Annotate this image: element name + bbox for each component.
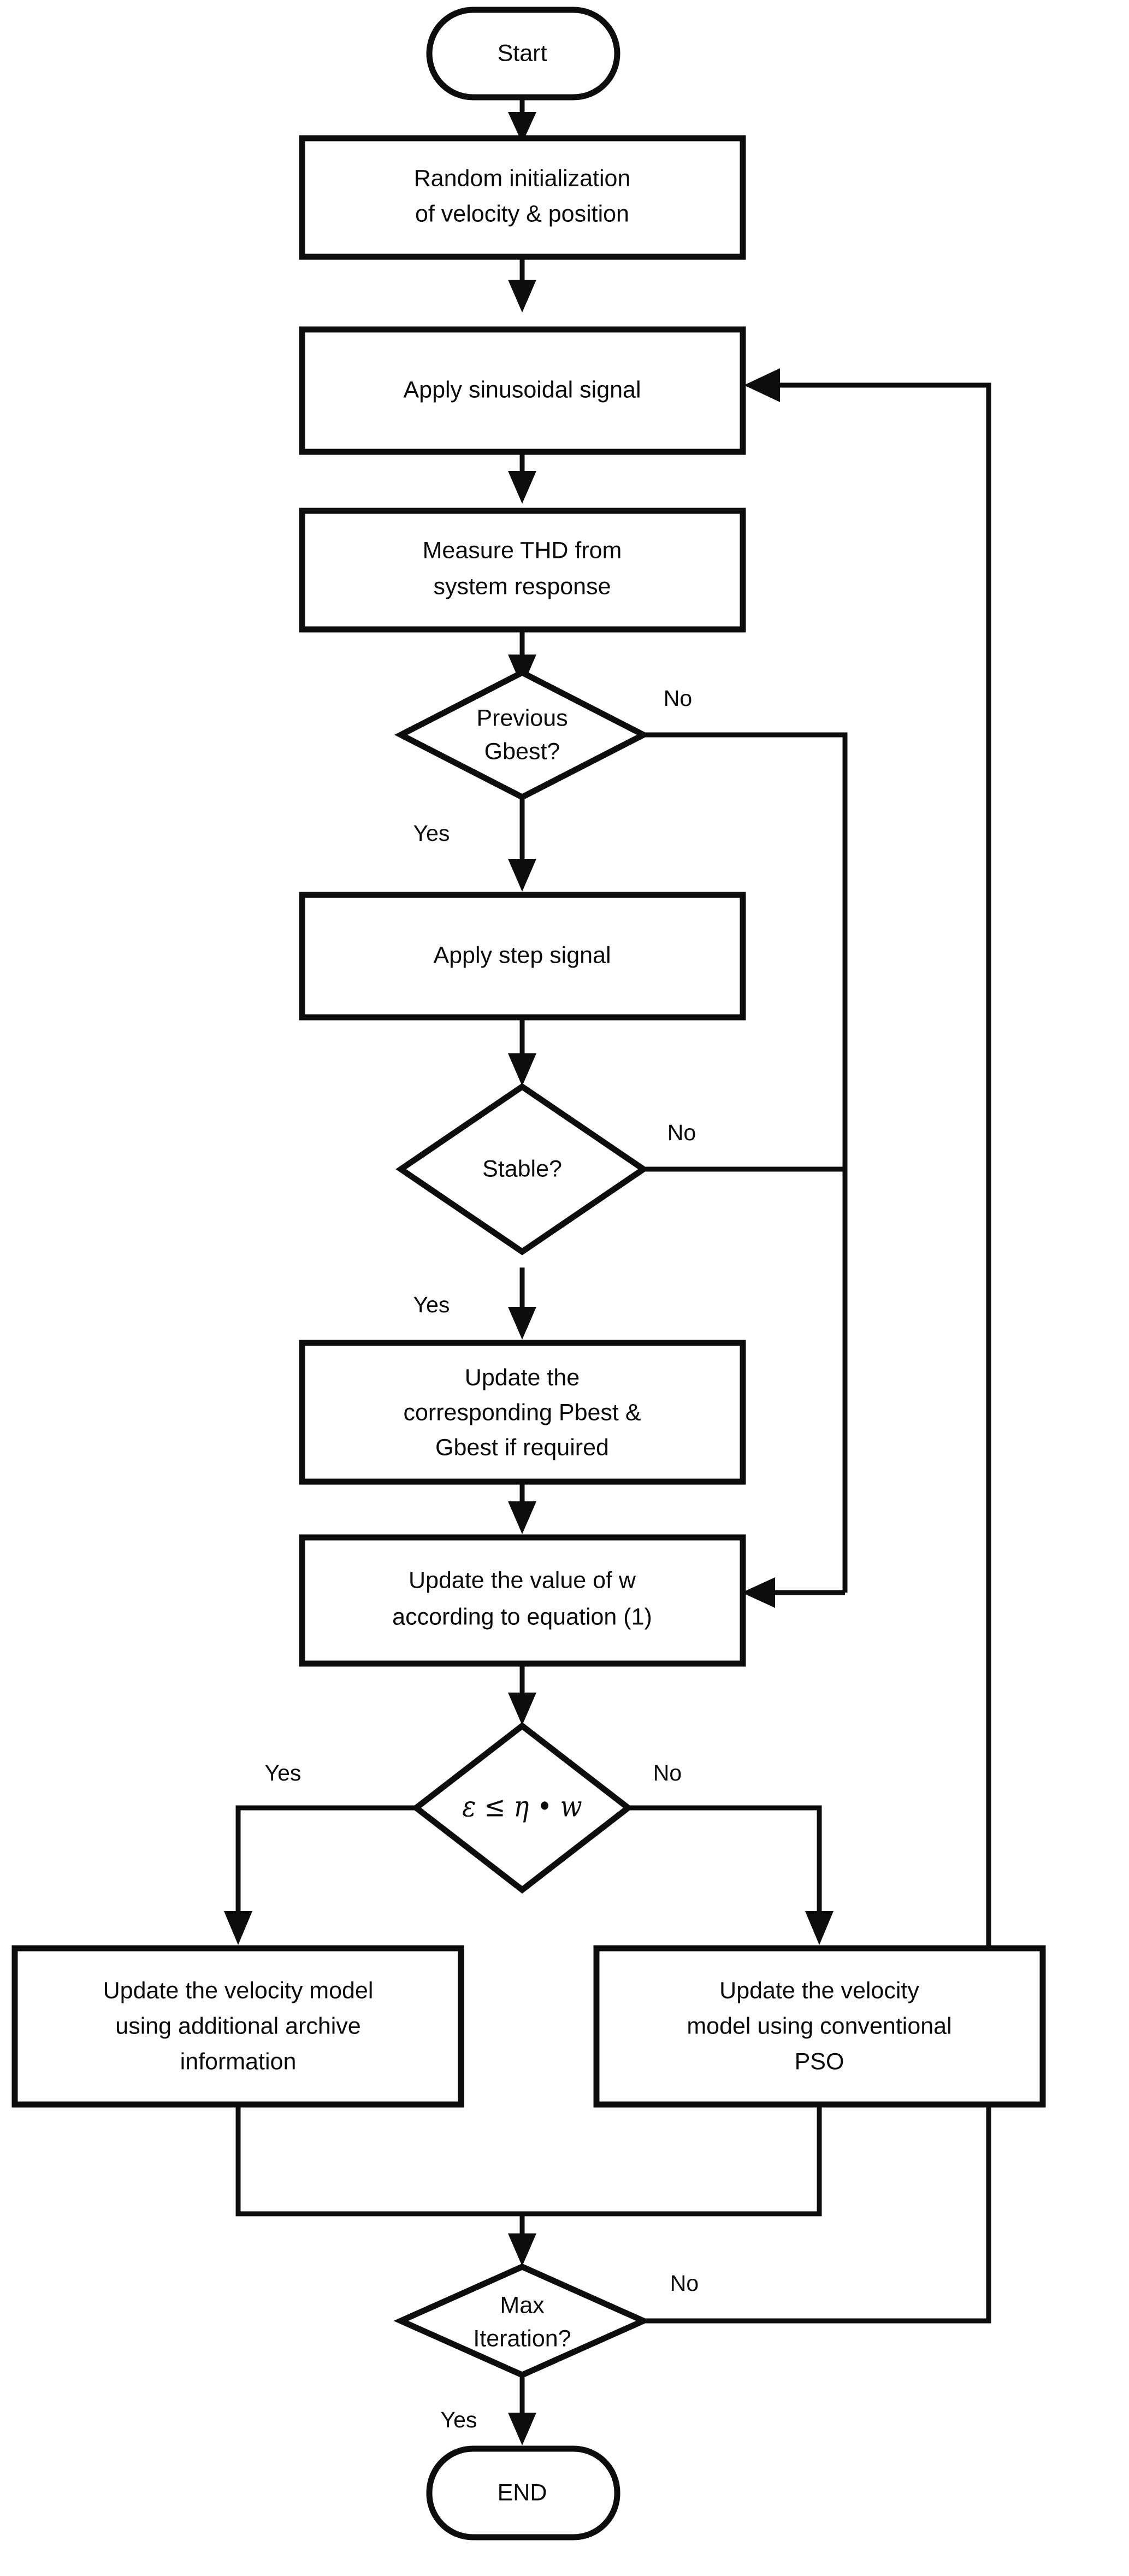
node-updatebest-line3: Gbest if required [435, 1434, 609, 1460]
node-updatebest-line2: corresponding Pbest & [403, 1399, 641, 1425]
node-updatew-line2: according to equation (1) [392, 1604, 652, 1630]
edge-label-yes-prevgbest: Yes [413, 821, 450, 846]
node-init-line2: of velocity & position [415, 201, 629, 227]
node-update-pbest-gbest[interactable]: Update the corresponding Pbest & Gbest i… [299, 1340, 746, 1485]
node-velpso-line3: PSO [795, 2048, 844, 2074]
edge-label-no-epsilon: No [653, 1760, 682, 1785]
edge-velpso-to-merge [522, 2105, 822, 2217]
node-max-iteration-decision[interactable]: Max Iteration? [393, 2263, 651, 2379]
edge-label-no-prevgbest: No [664, 686, 692, 711]
node-apply-step-signal[interactable]: Apply step signal [299, 892, 746, 1021]
edge-merge-to-maxiter [508, 2214, 536, 2266]
node-update-velocity-archive[interactable]: Update the velocity model using addition… [11, 1945, 464, 2108]
edge-label-yes-stable: Yes [413, 1292, 450, 1317]
node-measure-line1: Measure THD from [423, 537, 622, 563]
edge-stepsignal-to-stable [508, 1017, 536, 1086]
edge-updatew-to-epsilon [508, 1664, 536, 1725]
node-measure-thd[interactable]: Measure THD from system response [299, 508, 746, 633]
node-velarchive-line3: information [180, 2048, 297, 2074]
node-prevgbest-line2: Gbest? [484, 738, 560, 764]
edge-label-yes-maxiter: Yes [441, 2407, 477, 2432]
node-maxiter-line2: Iteration? [473, 2325, 571, 2351]
node-stable-line1: Stable? [482, 1156, 562, 1182]
node-start-label: Start [498, 40, 547, 66]
edge-velarchive-to-merge [235, 2105, 522, 2217]
node-maxiter-line1: Max [500, 2292, 545, 2318]
node-stepsignal-line1: Apply step signal [433, 942, 611, 968]
node-velpso-line2: model using conventional [687, 2013, 951, 2039]
edge-epsilon-yes-to-velarchive [224, 1805, 416, 1945]
edge-start-to-init [508, 97, 536, 143]
edge-updatebest-to-updatew [508, 1482, 536, 1534]
edge-label-no-maxiter: No [670, 2271, 699, 2296]
edge-maxiter-no-to-sinusoidal [643, 368, 991, 2324]
node-sinusoidal-line1: Apply sinusoidal signal [403, 376, 641, 403]
node-random-initialization[interactable]: Random initialization of velocity & posi… [299, 135, 746, 260]
node-update-velocity-pso[interactable]: Update the velocity model using conventi… [593, 1945, 1046, 2108]
edge-label-no-stable: No [667, 1120, 696, 1145]
edge-init-to-sinusoidal [508, 257, 536, 313]
node-updatew-line1: Update the value of w [409, 1567, 636, 1593]
node-end[interactable]: END [426, 2445, 620, 2540]
node-epsilon-line1: ε ≤ η • w [462, 1791, 582, 1824]
edge-prevgbest-yes-to-stepsignal [508, 798, 536, 892]
node-epsilon-condition-decision[interactable]: ε ≤ η • w [411, 1722, 633, 1894]
node-velpso-line1: Update the velocity [719, 1977, 919, 2003]
node-velarchive-line2: using additional archive [115, 2013, 360, 2039]
node-prevgbest-line1: Previous [476, 705, 568, 731]
node-updatebest-line1: Update the [465, 1364, 580, 1390]
edge-prevgbest-no-to-updatew [643, 732, 848, 1593]
node-measure-line2: system response [433, 573, 611, 599]
node-previous-gbest-decision[interactable]: Previous Gbest? [394, 669, 651, 801]
edge-maxiter-yes-to-end [508, 2375, 536, 2445]
edge-rail-arrow-into-updatew [742, 1577, 845, 1608]
node-start[interactable]: Start [426, 7, 620, 101]
edge-sinusoidal-to-measure [508, 452, 536, 504]
node-velarchive-line1: Update the velocity model [103, 1977, 374, 2003]
edge-stable-yes-to-updatebest [508, 1268, 536, 1340]
node-end-label: END [498, 2479, 547, 2506]
node-apply-sinusoidal-signal[interactable]: Apply sinusoidal signal [299, 326, 746, 455]
node-stable-decision[interactable]: Stable? [395, 1083, 649, 1255]
node-init-line1: Random initialization [414, 165, 631, 191]
edge-label-yes-epsilon: Yes [265, 1760, 302, 1785]
edge-epsilon-no-to-velpso [628, 1805, 834, 1945]
node-update-value-of-w[interactable]: Update the value of w according to equat… [299, 1534, 746, 1667]
